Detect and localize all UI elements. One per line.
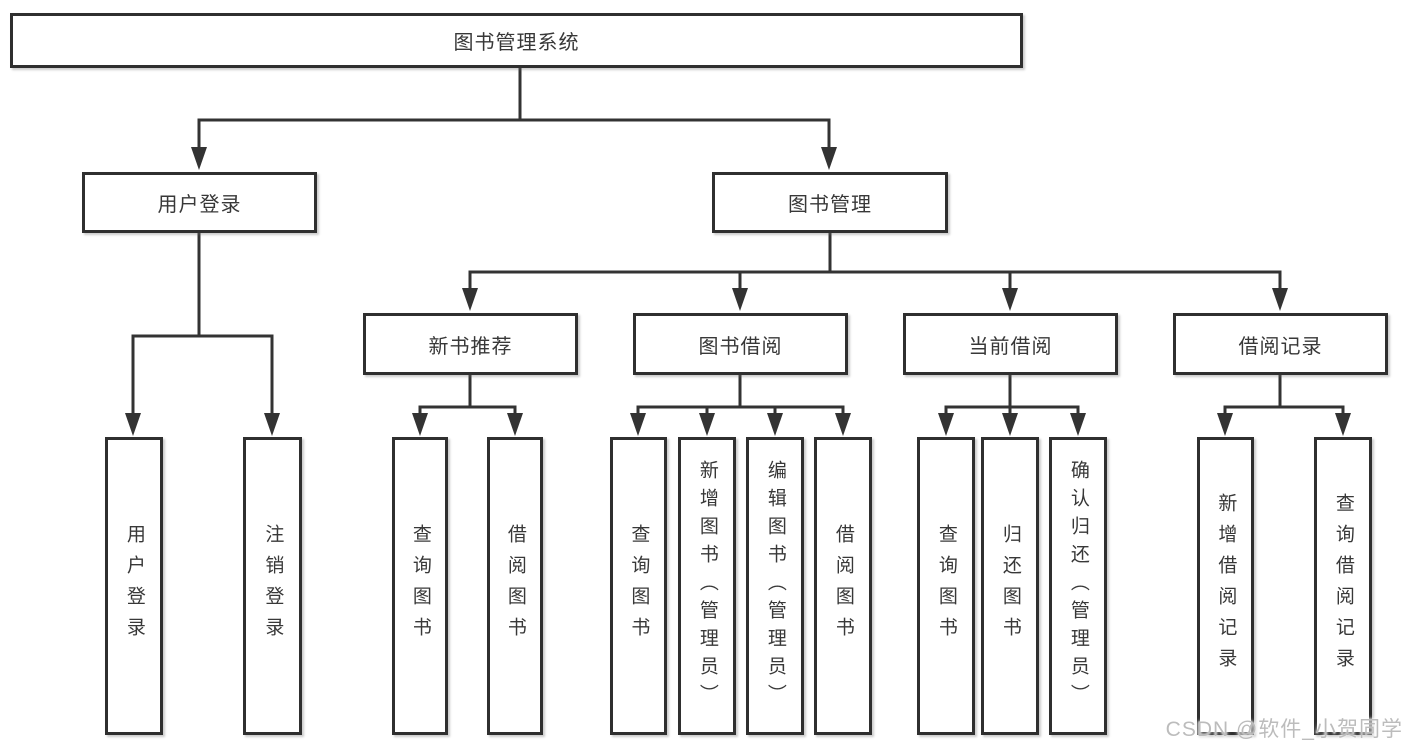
node-label: 编辑图书（管理员） [764,460,786,712]
node-borrowing-borrow-book: 借阅图书 [814,437,872,735]
node-label: 用户登录 [123,524,145,648]
node-label: 查询借阅记录 [1332,493,1354,679]
node-borrowing-query-book: 查询图书 [610,437,667,735]
node-label: 图书借阅 [698,335,783,358]
node-label: 借阅图书 [832,524,854,648]
node-current-borrowing: 当前借阅 [903,313,1118,375]
node-label: 借阅图书 [504,524,526,648]
node-label: 确认归还（管理员） [1067,460,1089,712]
node-borrowing-records: 借阅记录 [1173,313,1388,375]
node-label: 新增图书（管理员） [696,460,718,712]
node-book-borrowing: 图书借阅 [633,313,848,375]
node-label: 借阅记录 [1238,335,1323,358]
node-current-return-book: 归还图书 [981,437,1039,735]
node-recommend-query-book: 查询图书 [392,437,448,735]
node-label: 图书管理 [788,194,872,216]
node-label: 新书推荐 [428,335,513,358]
node-label: 查询图书 [935,524,957,648]
node-login-user-login: 用户登录 [105,437,163,735]
node-current-query-book: 查询图书 [917,437,975,735]
node-records-query-record: 查询借阅记录 [1314,437,1372,735]
node-recommend-borrow-book: 借阅图书 [487,437,543,735]
node-current-confirm-return-admin: 确认归还（管理员） [1049,437,1107,735]
node-borrowing-edit-book-admin: 编辑图书（管理员） [746,437,804,735]
node-label: 查询图书 [409,524,431,648]
node-label: 查询图书 [628,524,650,648]
node-label: 用户登录 [157,194,242,216]
node-records-add-record: 新增借阅记录 [1197,437,1254,735]
watermark: CSDN @软件_小贺同学 [1165,718,1403,741]
node-book-management: 图书管理 [712,172,948,233]
node-label: 归还图书 [999,524,1021,648]
node-label: 当前借阅 [968,335,1053,358]
node-label: 图书管理系统 [453,32,580,54]
node-new-book-recommend: 新书推荐 [363,313,578,375]
node-label: 注销登录 [262,524,284,648]
node-login-logout: 注销登录 [243,437,302,735]
node-label: 新增借阅记录 [1215,493,1237,679]
node-root-library-system: 图书管理系统 [10,13,1023,68]
node-borrowing-add-book-admin: 新增图书（管理员） [678,437,736,735]
node-user-login-group: 用户登录 [82,172,317,233]
